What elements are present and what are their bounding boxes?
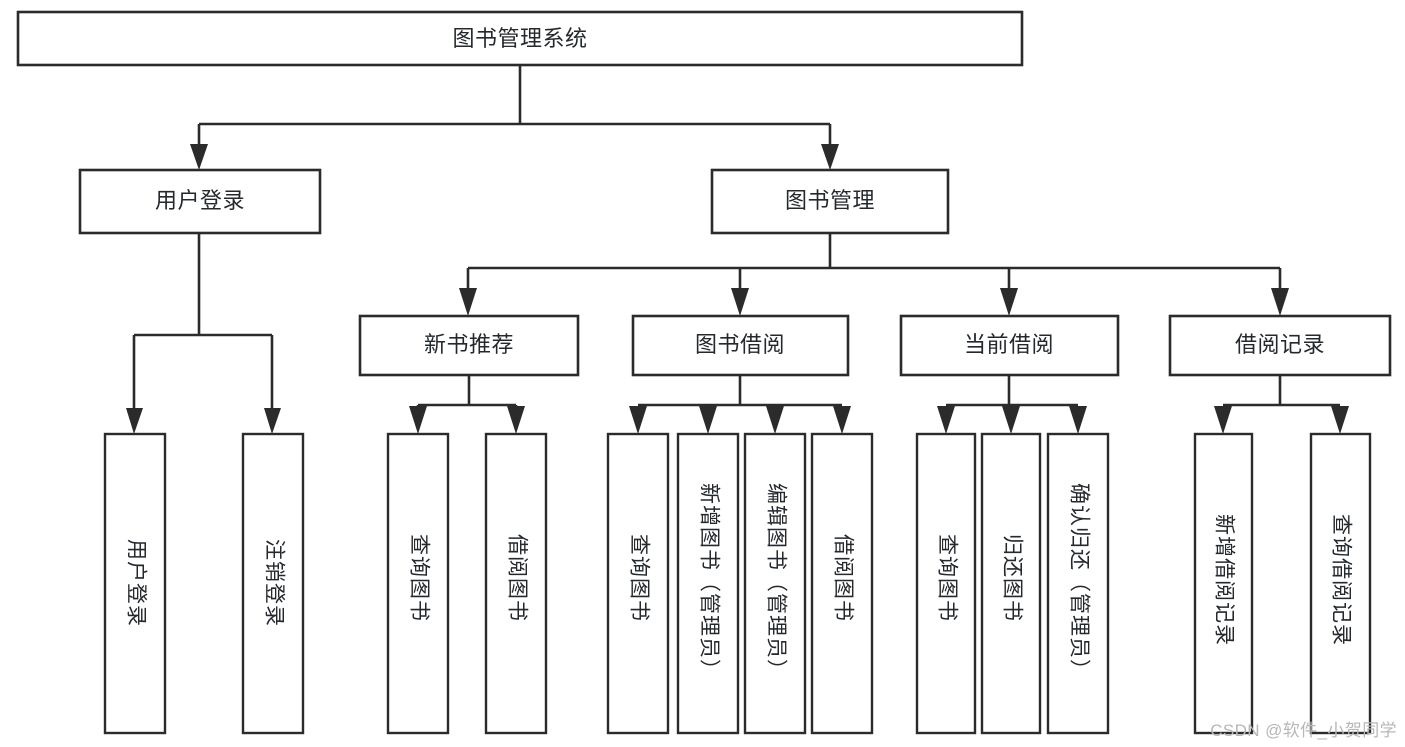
arrowhead-current-borrow (1000, 288, 1018, 316)
arrowhead-leaf-query-book-cur (937, 406, 955, 434)
node-leaf-query-record-label: 查询借阅记录 (1329, 514, 1352, 646)
node-borrow-record-box[interactable] (1168, 314, 1392, 377)
node-leaf-confirm-return-label: 确认归还（管理员） (1067, 483, 1090, 681)
node-leaf-logout-label: 注销登录 (262, 539, 285, 627)
node-user-login[interactable]: 用户登录 (78, 168, 322, 235)
node-leaf-logout-box[interactable] (241, 432, 305, 735)
node-current-borrow-label: 当前借阅 (964, 332, 1054, 357)
arrowhead-leaf-user-login (126, 408, 143, 434)
node-leaf-return-book-box[interactable] (980, 432, 1042, 735)
node-current-borrow[interactable]: 当前借阅 (899, 314, 1120, 377)
node-leaf-add-record[interactable]: 新增借阅记录 (1193, 432, 1254, 735)
node-leaf-user-login[interactable]: 用户登录 (103, 432, 167, 735)
arrowhead-leaf-borrow-book (833, 406, 851, 434)
node-leaf-user-login-label: 用户登录 (124, 539, 147, 627)
node-new-book-rec-box[interactable] (358, 314, 580, 377)
node-leaf-borrow-book-rec[interactable]: 借阅图书 (484, 432, 548, 735)
arrowhead-leaf-borrow-book-rec (507, 406, 525, 434)
arrowhead-leaf-return-book (1002, 406, 1020, 434)
node-leaf-borrow-book-rec-box[interactable] (484, 432, 548, 735)
node-leaf-edit-book-label: 编辑图书（管理员） (764, 483, 787, 681)
node-user-login-label: 用户登录 (155, 188, 245, 213)
node-leaf-confirm-return[interactable]: 确认归还（管理员） (1046, 432, 1110, 735)
node-borrow-record-label: 借阅记录 (1235, 332, 1325, 357)
node-leaf-add-record-box[interactable] (1193, 432, 1254, 735)
arrowhead-leaf-logout (264, 408, 281, 434)
node-leaf-add-record-label: 新增借阅记录 (1212, 514, 1235, 646)
node-new-book-rec-label: 新书推荐 (424, 332, 514, 357)
node-leaf-query-book-borrow-label: 查询图书 (627, 534, 650, 622)
node-root[interactable]: 图书管理系统 (16, 10, 1024, 67)
arrowhead-book-manage (821, 144, 839, 170)
node-user-login-box[interactable] (78, 168, 322, 235)
node-leaf-query-book-rec[interactable]: 查询图书 (386, 432, 450, 735)
node-leaf-query-book-borrow[interactable]: 查询图书 (606, 432, 670, 735)
node-book-borrow[interactable]: 图书借阅 (631, 314, 850, 377)
node-leaf-edit-book-box[interactable] (743, 432, 807, 735)
arrowhead-new-book-rec (459, 288, 477, 316)
node-book-borrow-label: 图书借阅 (695, 332, 785, 357)
node-leaf-add-book[interactable]: 新增图书（管理员） (676, 432, 740, 735)
node-root-box[interactable] (16, 10, 1024, 67)
node-leaf-add-book-label: 新增图书（管理员） (697, 483, 720, 681)
node-leaf-query-book-rec-label: 查询图书 (407, 534, 430, 622)
node-leaf-confirm-return-box[interactable] (1046, 432, 1110, 735)
connector-layer (126, 65, 1349, 434)
node-leaf-query-record[interactable]: 查询借阅记录 (1309, 432, 1372, 735)
arrowhead-leaf-query-record (1331, 406, 1349, 434)
node-leaf-logout[interactable]: 注销登录 (241, 432, 305, 735)
arrowhead-user-login (190, 144, 208, 170)
node-leaf-add-book-box[interactable] (676, 432, 740, 735)
node-leaf-user-login-box[interactable] (103, 432, 167, 735)
node-leaf-query-record-box[interactable] (1309, 432, 1372, 735)
node-current-borrow-box[interactable] (899, 314, 1120, 377)
node-leaf-borrow-book[interactable]: 借阅图书 (810, 432, 874, 735)
node-leaf-query-book-rec-box[interactable] (386, 432, 450, 735)
node-leaf-edit-book[interactable]: 编辑图书（管理员） (743, 432, 807, 735)
node-leaf-borrow-book-box[interactable] (810, 432, 874, 735)
arrowhead-leaf-query-book-borrow (629, 406, 647, 434)
arrowhead-book-borrow (731, 288, 749, 316)
node-book-manage-label: 图书管理 (785, 188, 875, 213)
node-leaf-query-book-cur-label: 查询图书 (935, 534, 958, 622)
node-root-label: 图书管理系统 (452, 26, 587, 51)
node-leaf-return-book[interactable]: 归还图书 (980, 432, 1042, 735)
node-leaf-borrow-book-rec-label: 借阅图书 (505, 534, 528, 622)
arrowhead-borrow-record (1271, 288, 1289, 316)
node-leaf-return-book-label: 归还图书 (1000, 534, 1023, 622)
node-leaf-query-book-borrow-box[interactable] (606, 432, 670, 735)
arrowhead-leaf-add-record (1214, 406, 1232, 434)
node-book-manage[interactable]: 图书管理 (710, 168, 950, 235)
node-leaf-borrow-book-label: 借阅图书 (831, 534, 854, 622)
node-leaf-query-book-cur[interactable]: 查询图书 (915, 432, 977, 735)
arrowhead-leaf-query-book-rec (409, 406, 427, 434)
node-leaf-query-book-cur-box[interactable] (915, 432, 977, 735)
arrowhead-leaf-edit-book (766, 406, 784, 434)
node-borrow-record[interactable]: 借阅记录 (1168, 314, 1392, 377)
node-new-book-rec[interactable]: 新书推荐 (358, 314, 580, 377)
arrowhead-leaf-confirm-return (1069, 406, 1087, 434)
node-book-manage-box[interactable] (710, 168, 950, 235)
node-book-borrow-box[interactable] (631, 314, 850, 377)
arrowhead-leaf-add-book (699, 406, 717, 434)
